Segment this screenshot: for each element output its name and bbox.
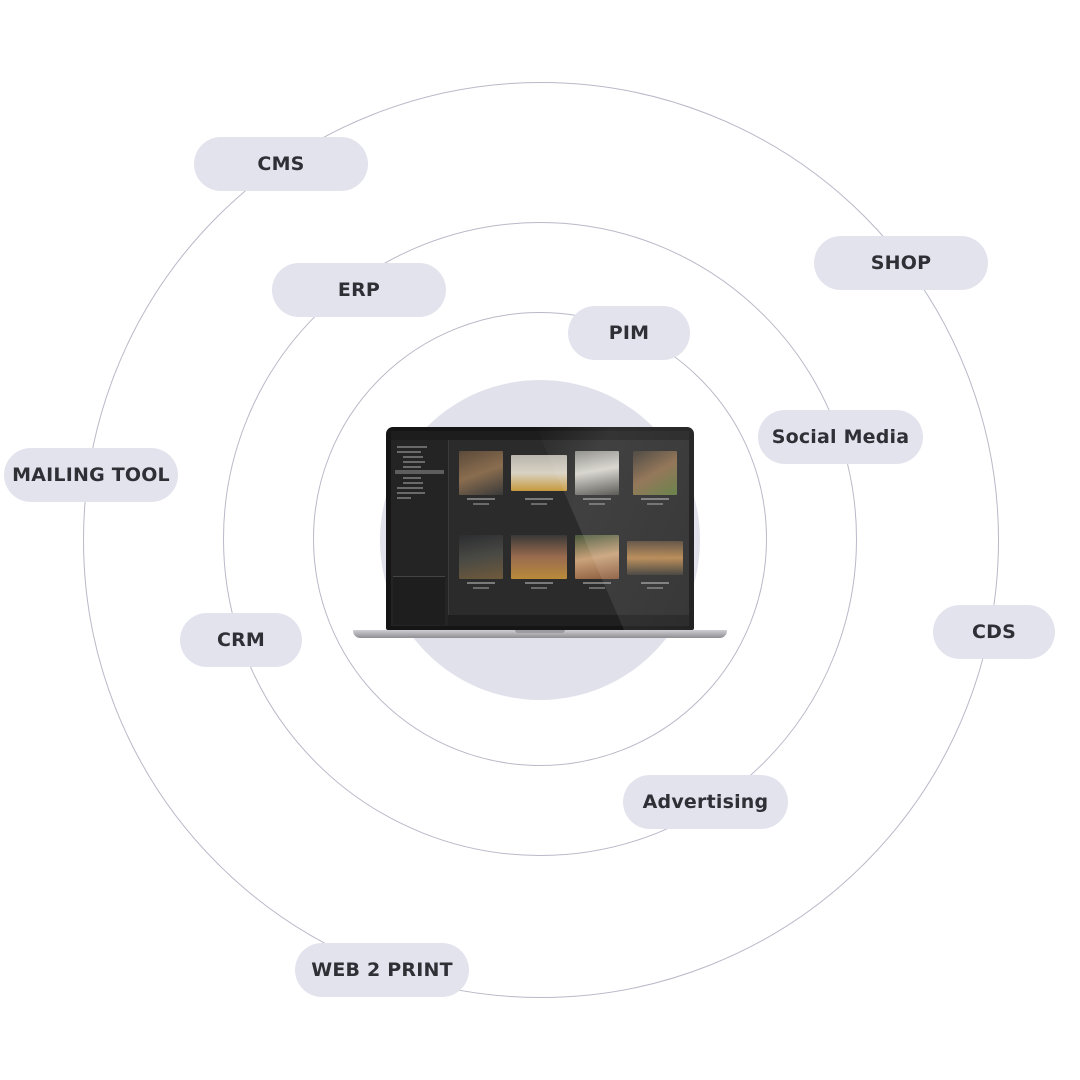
image-grid: [451, 447, 687, 615]
label-shop: SHOP: [814, 236, 988, 290]
label-web-2-print: WEB 2 PRINT: [295, 943, 469, 997]
laptop-illustration: [353, 427, 727, 641]
image-thumbnail: [453, 531, 509, 591]
label-social-media: Social Media: [758, 410, 923, 464]
image-thumbnail: [627, 531, 683, 591]
inner-ring: [313, 312, 767, 766]
image-thumbnail: [511, 447, 567, 507]
label-cds: CDS: [933, 605, 1055, 659]
outer-ring: [83, 82, 999, 998]
laptop-base: [353, 630, 727, 638]
image-thumbnail: [569, 531, 625, 591]
label-pim: PIM: [568, 306, 690, 360]
app-statusbar: [448, 615, 689, 626]
app-toolbar: [391, 431, 689, 440]
label-erp: ERP: [272, 263, 446, 317]
label-advertising: Advertising: [623, 775, 788, 829]
label-cms: CMS: [194, 137, 368, 191]
image-thumbnail: [511, 531, 567, 591]
laptop-lid: [386, 427, 696, 630]
laptop-notch: [515, 630, 565, 633]
app-sidebar-panel: [393, 576, 445, 625]
laptop-screen: [391, 431, 689, 626]
image-thumbnail: [569, 447, 625, 507]
app-sidebar: [391, 440, 449, 626]
middle-ring: [223, 222, 857, 856]
image-thumbnail: [627, 447, 683, 507]
image-thumbnail: [453, 447, 509, 507]
label-mailing-tool: MAILING TOOL: [4, 448, 178, 502]
label-crm: CRM: [180, 613, 302, 667]
